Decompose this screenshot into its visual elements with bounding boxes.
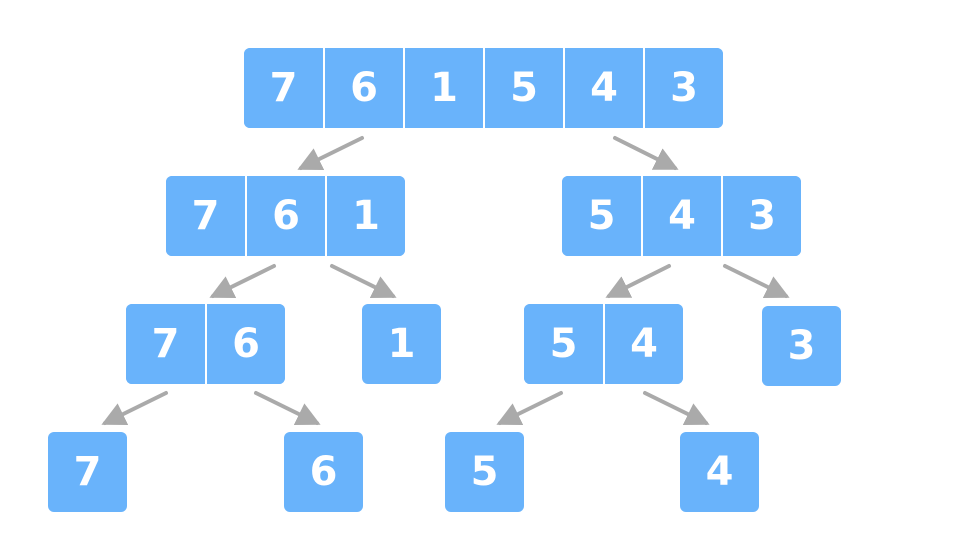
array-cell: 4 [641,176,721,256]
array-7: 7 [48,432,127,512]
array-cell: 1 [403,48,483,128]
array-cell: 6 [284,432,363,512]
arrow-left-to-76 [209,264,276,298]
array-54: 5 4 [524,304,683,384]
array-1: 1 [362,304,441,384]
arrow-right-to-3 [723,264,790,298]
array-right-half: 5 4 3 [562,176,801,256]
array-cell: 1 [325,176,405,256]
array-cell: 6 [245,176,325,256]
array-cell: 7 [48,432,127,512]
array-4: 4 [680,432,759,512]
array-6: 6 [284,432,363,512]
array-cell: 5 [483,48,563,128]
array-cell: 7 [244,48,323,128]
array-left-half: 7 6 1 [166,176,405,256]
arrow-54-to-4 [643,391,710,425]
arrow-root-to-left [297,136,364,170]
array-cell: 3 [643,48,723,128]
arrow-root-to-right [613,136,679,170]
array-cell: 4 [563,48,643,128]
array-cell: 1 [362,304,441,384]
array-3: 3 [762,306,841,386]
array-cell: 5 [562,176,641,256]
arrow-left-to-1 [330,264,397,298]
array-cell: 3 [762,306,841,386]
array-cell: 7 [126,304,205,384]
array-cell: 7 [166,176,245,256]
array-cell: 3 [721,176,801,256]
array-cell: 4 [603,304,683,384]
arrow-76-to-7 [101,391,168,425]
array-cell: 5 [524,304,603,384]
array-76: 7 6 [126,304,285,384]
arrow-54-to-5 [496,391,563,425]
array-cell: 6 [205,304,285,384]
array-root: 7 6 1 5 4 3 [244,48,723,128]
arrow-right-to-54 [605,264,671,298]
array-5: 5 [445,432,524,512]
array-cell: 4 [680,432,759,512]
array-cell: 5 [445,432,524,512]
arrow-76-to-6 [254,391,321,425]
array-cell: 6 [323,48,403,128]
